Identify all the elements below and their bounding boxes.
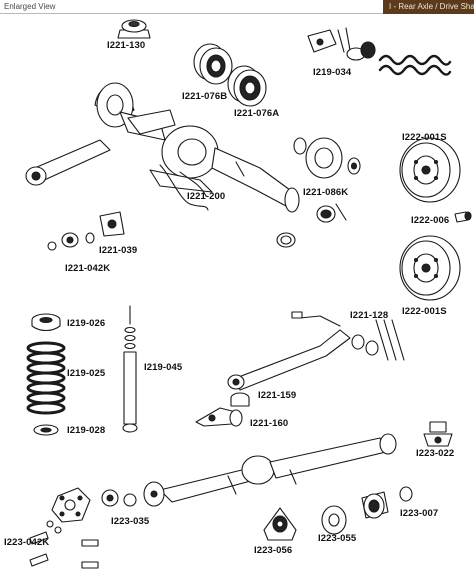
part-support-bearing xyxy=(321,505,347,535)
part-arm-mount xyxy=(230,392,250,407)
part-label: I223-056 xyxy=(254,545,293,556)
part-label: I222-006 xyxy=(411,215,450,226)
section-tab-label: I - Rear Axle / Drive Shaft xyxy=(389,2,474,11)
part-label: I221-042K xyxy=(65,263,111,274)
part-label: I221-086K xyxy=(303,187,349,198)
part-spring-seat xyxy=(33,424,59,436)
part-seal-set xyxy=(276,203,347,248)
view-label: Enlarged View xyxy=(4,2,56,11)
part-label: I219-045 xyxy=(144,362,183,373)
part-coupling-flange xyxy=(101,489,137,507)
part-label: I221-076B xyxy=(182,91,228,102)
exploded-parts-diagram xyxy=(25,19,472,569)
part-bearing-kit xyxy=(293,137,361,179)
part-label: I221-076A xyxy=(234,108,280,119)
header-bar: Enlarged View I - Rear Axle / Drive Shaf… xyxy=(0,0,474,14)
part-coil-spring xyxy=(26,341,66,415)
part-label: I219-028 xyxy=(67,425,106,436)
part-shock-absorber xyxy=(122,305,138,433)
part-label: I219-026 xyxy=(67,318,106,329)
section-tab: I - Rear Axle / Drive Shaft xyxy=(383,0,474,14)
part-bushing-b xyxy=(193,43,233,85)
part-spring-pad xyxy=(31,313,61,332)
part-label: I221-200 xyxy=(187,191,226,202)
header-rule xyxy=(0,13,383,14)
part-rubber-mount-top xyxy=(117,19,151,39)
part-label: I219-034 xyxy=(313,67,352,78)
part-label: I221-130 xyxy=(107,40,146,51)
part-wheel-upper xyxy=(399,137,461,203)
part-flange-kit xyxy=(47,211,125,251)
part-wheel-lower xyxy=(399,235,461,301)
part-label: I221-159 xyxy=(258,390,297,401)
part-center-bearing xyxy=(263,507,297,541)
part-label: I222-001S xyxy=(402,132,447,143)
part-universal-joint xyxy=(423,421,453,447)
part-drive-shaft xyxy=(143,433,397,507)
part-label: I223-055 xyxy=(318,533,357,544)
part-label: I219-025 xyxy=(67,368,106,379)
part-trailing-arm xyxy=(227,311,405,391)
part-label: I221-039 xyxy=(99,245,138,256)
part-label: I221-160 xyxy=(250,418,289,429)
part-label: I221-128 xyxy=(350,310,389,321)
part-bushing-a xyxy=(227,65,267,107)
part-rear-axle-housing xyxy=(25,82,300,213)
part-label: I223-022 xyxy=(416,448,455,459)
part-lug-nut xyxy=(454,211,472,223)
part-bracket xyxy=(195,407,243,427)
part-shaft-bushing xyxy=(361,486,413,519)
part-flex-disc-kit xyxy=(29,487,99,569)
part-label: I222-001S xyxy=(402,306,447,317)
part-label: I223-042K xyxy=(4,537,50,548)
part-spring-assembly-top xyxy=(307,27,452,76)
part-label: I223-007 xyxy=(400,508,439,519)
part-label: I223-035 xyxy=(111,516,150,527)
